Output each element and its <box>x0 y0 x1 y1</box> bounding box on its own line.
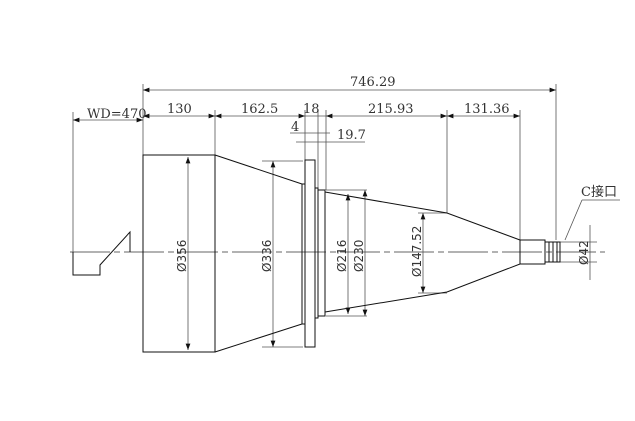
diameter-label: Ø147.52 <box>410 226 424 277</box>
mount-label: C接口 <box>581 184 617 200</box>
diameter-label: Ø42 <box>577 240 591 265</box>
diameter-label: Ø230 <box>352 240 366 272</box>
segment-label: 130 <box>167 102 192 117</box>
lens-body <box>142 154 561 353</box>
segment-label: 215.93 <box>368 102 414 117</box>
overall-length-label: 746.29 <box>350 75 396 90</box>
diameter-label: Ø336 <box>260 240 274 272</box>
flange-thickness-label: 4 <box>291 120 299 135</box>
segment-label: 162.5 <box>241 102 278 117</box>
dimension-lines <box>73 87 620 350</box>
wd-break-symbol <box>72 230 131 276</box>
extension-lines <box>72 84 557 252</box>
wd-label: WD=470 <box>87 107 147 122</box>
diameter-label: Ø216 <box>335 240 349 272</box>
flange-offset-label: 19.7 <box>337 128 366 143</box>
segment-label: 131.36 <box>464 102 510 117</box>
segment-label: 18 <box>303 102 320 117</box>
diameter-label: Ø356 <box>175 240 189 272</box>
